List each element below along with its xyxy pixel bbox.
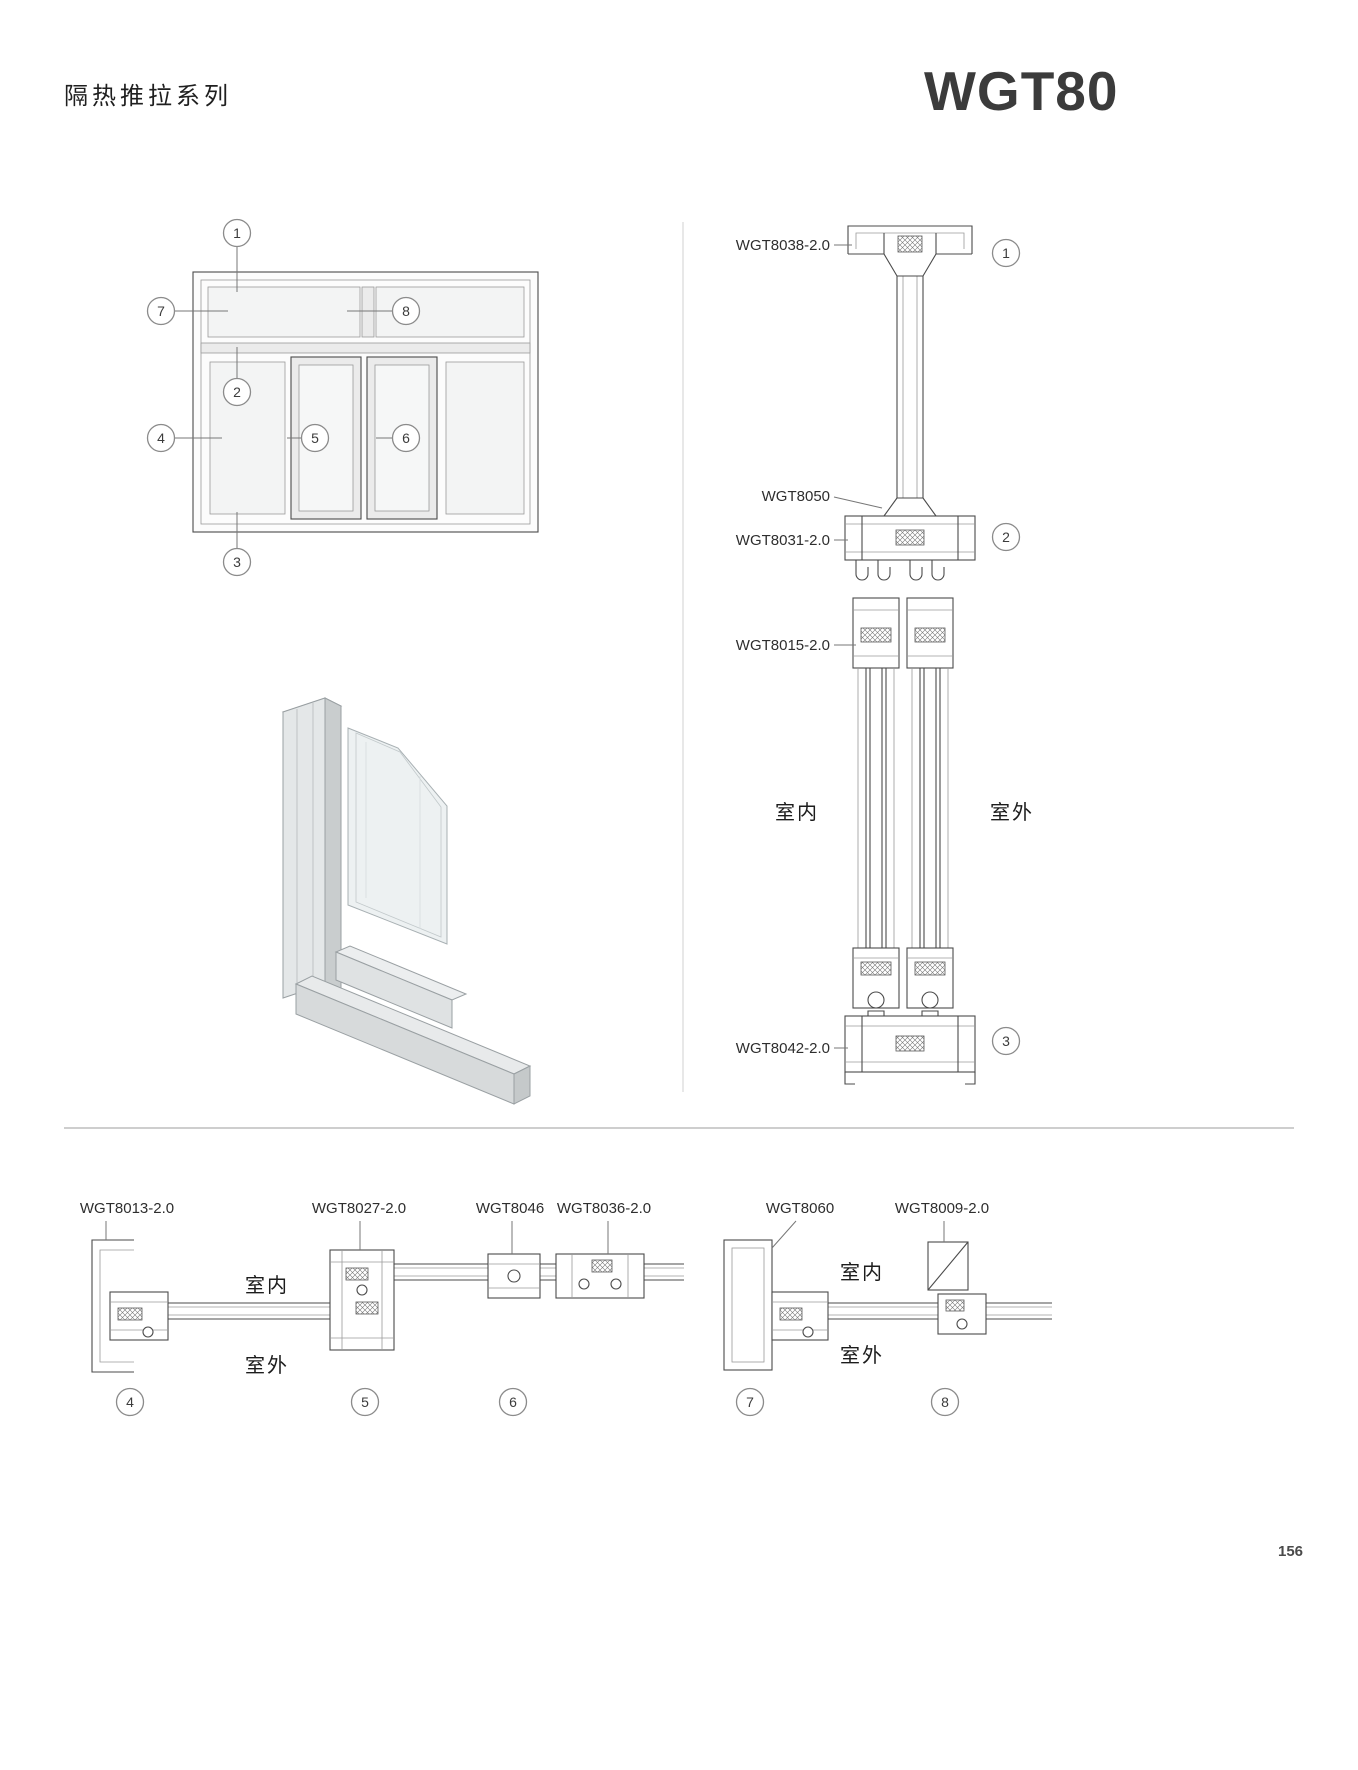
elevation-callout-6-number: 6 [402, 430, 410, 446]
elevation-callout-5: 5 [287, 423, 330, 453]
elevation-callout-1-number: 1 [233, 225, 241, 241]
vertical-callout-3: 3 [991, 1026, 1021, 1056]
horizontal-callout-6: 6 [498, 1387, 528, 1417]
elevation-callout-6: 6 [376, 423, 421, 453]
sash-glazing-lines [857, 668, 949, 948]
indoor-label: 室内 [245, 1274, 289, 1297]
elevation-callout-8: 8 [347, 296, 421, 326]
horizontal-section-diagram: WGT8013-2.0 WGT8027-2.0 WGT8046 WGT8036-… [80, 1200, 1052, 1417]
model-code: WGT80 [924, 60, 1119, 122]
elevation-callout-5-number: 5 [311, 430, 319, 446]
elevation-callout-4-number: 4 [157, 430, 165, 446]
profile-group-7 [723, 1239, 829, 1371]
indoor-label: 室内 [775, 801, 819, 824]
vertical-callout-3-number: 3 [1002, 1033, 1010, 1049]
part-label-wgt8027: WGT8027-2.0 [312, 1200, 406, 1217]
upper-glazing-lines [896, 275, 924, 498]
part-label-wgt8036: WGT8036-2.0 [557, 1200, 651, 1217]
transom-profile-drawing [844, 497, 976, 581]
part-label-wgt8038: WGT8038-2.0 [736, 237, 830, 254]
elevation-callout-7: 7 [146, 296, 228, 326]
profile-group-5 [329, 1249, 395, 1351]
part-label-wgt8050: WGT8050 [762, 488, 830, 505]
isometric-profile-rendering [281, 697, 532, 1105]
elevation-callout-4: 4 [146, 423, 222, 453]
window-elevation-diagram: 1 7 8 2 4 [146, 218, 539, 577]
sash-top-profiles [852, 597, 954, 669]
elevation-callout-1: 1 [222, 218, 252, 292]
part-label-wgt8013: WGT8013-2.0 [80, 1200, 174, 1217]
profile-group-6 [487, 1253, 645, 1299]
vertical-callout-1-number: 1 [1002, 245, 1010, 261]
outdoor-label: 室外 [245, 1354, 289, 1377]
horizontal-callout-7-number: 7 [746, 1394, 754, 1410]
part-label-wgt8009: WGT8009-2.0 [895, 1200, 989, 1217]
sill-profile-drawing [844, 1010, 976, 1085]
part-label-wgt8015: WGT8015-2.0 [736, 637, 830, 654]
profile-group-4 [91, 1239, 169, 1373]
profile-group-8 [927, 1241, 987, 1335]
head-profile-drawing [847, 225, 973, 277]
outdoor-label: 室外 [840, 1344, 884, 1367]
elevation-callout-3: 3 [222, 512, 252, 577]
elevation-callout-8-number: 8 [402, 303, 410, 319]
page-number: 156 [1278, 1543, 1304, 1560]
horizontal-callout-8-number: 8 [941, 1394, 949, 1410]
part-label-wgt8046: WGT8046 [476, 1200, 544, 1217]
sash-bottom-profiles [852, 947, 954, 1009]
elevation-callout-2: 2 [222, 347, 252, 407]
vertical-callout-2-number: 2 [1002, 529, 1010, 545]
horizontal-callout-8: 8 [930, 1387, 960, 1417]
outdoor-label: 室外 [990, 801, 1034, 824]
part-label-wgt8042: WGT8042-2.0 [736, 1040, 830, 1057]
indoor-label: 室内 [840, 1261, 884, 1284]
horizontal-callout-6-number: 6 [509, 1394, 517, 1410]
horizontal-callout-4-number: 4 [126, 1394, 134, 1410]
elevation-callout-7-number: 7 [157, 303, 165, 319]
elevation-callout-2-number: 2 [233, 384, 241, 400]
horizontal-callout-7: 7 [735, 1387, 765, 1417]
vertical-section-diagram: WGT8038-2.0 WGT8050 WGT8031-2.0 WGT8015-… [736, 225, 1034, 1085]
elevation-callout-3-number: 3 [233, 554, 241, 570]
vertical-callout-2: 2 [991, 522, 1021, 552]
vertical-callout-1: 1 [991, 238, 1021, 268]
series-title: 隔热推拉系列 [64, 83, 232, 110]
horizontal-callout-5: 5 [350, 1387, 380, 1417]
horizontal-callout-4: 4 [115, 1387, 145, 1417]
part-label-wgt8031: WGT8031-2.0 [736, 532, 830, 549]
horizontal-callout-5-number: 5 [361, 1394, 369, 1410]
part-label-wgt8060: WGT8060 [766, 1200, 834, 1217]
